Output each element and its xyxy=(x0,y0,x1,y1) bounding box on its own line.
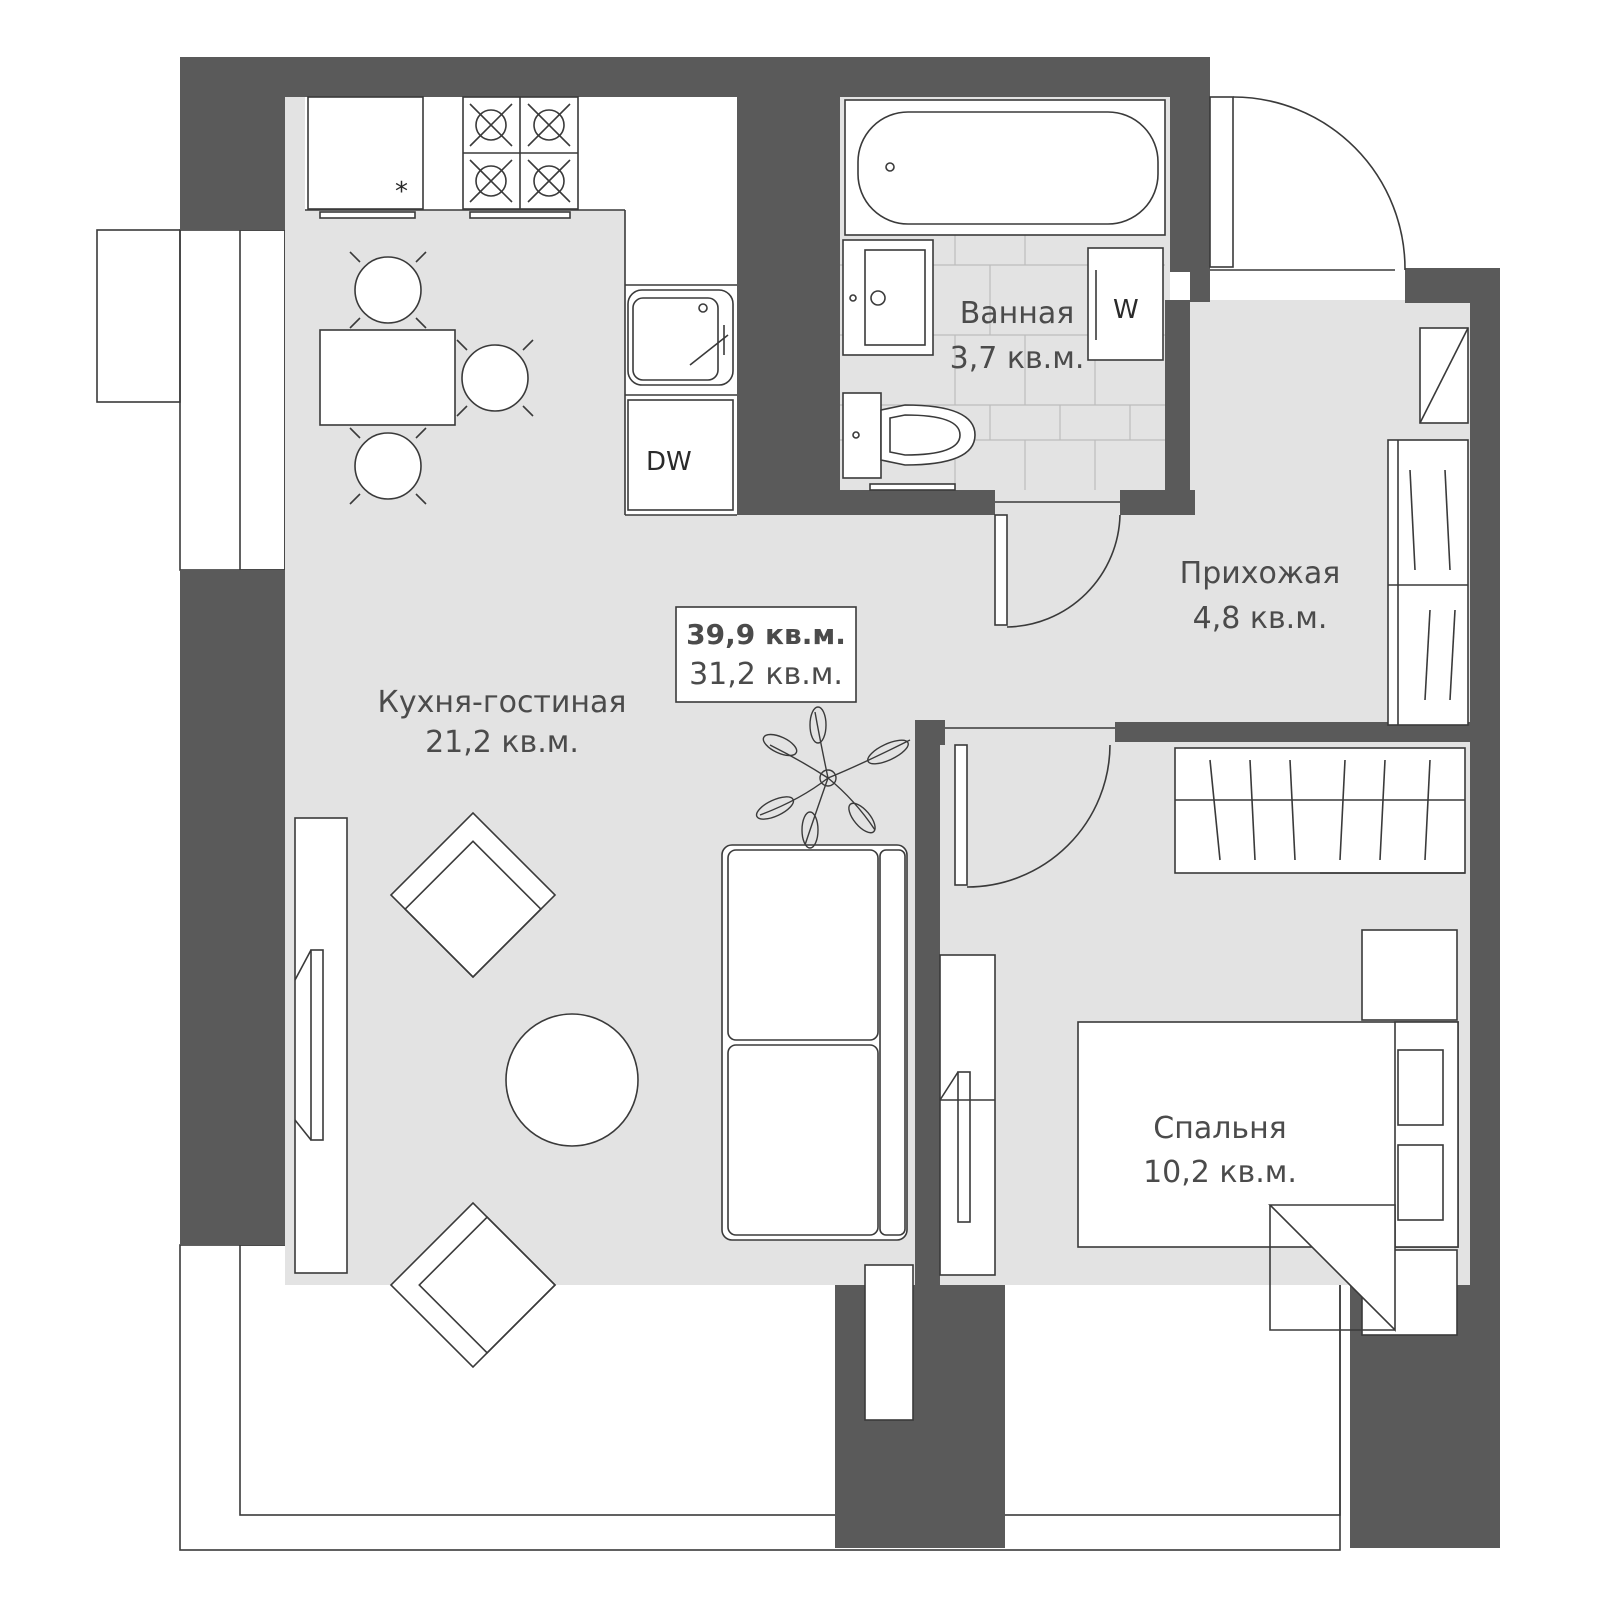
dishwasher-label: DW xyxy=(646,447,692,477)
total-area: 39,9 кв.м. xyxy=(686,618,846,651)
room-name-hallway: Прихожая xyxy=(1180,556,1341,591)
bathtub xyxy=(844,99,1166,236)
bedroom-door xyxy=(945,727,1115,888)
fridge xyxy=(307,96,424,219)
entrance-door xyxy=(1209,96,1406,271)
walls xyxy=(180,57,1500,1548)
kitchen-sink xyxy=(627,289,734,386)
bathroom-door xyxy=(994,501,1121,628)
bed xyxy=(1077,929,1459,1336)
cooktop xyxy=(462,96,579,219)
armchair xyxy=(389,811,557,979)
washbasin xyxy=(842,239,934,356)
room-area-hallway: 4,8 кв.м. xyxy=(1193,601,1328,636)
room-name-bedroom: Спальня xyxy=(1153,1111,1286,1146)
room-area-bathroom: 3,7 кв.м. xyxy=(950,341,1085,376)
dining-chair xyxy=(349,251,427,329)
room-name-bathroom: Ванная xyxy=(960,296,1075,331)
area-summary-box xyxy=(675,606,857,703)
side-cabinet xyxy=(864,1264,914,1421)
room-area-kitchen-living: 21,2 кв.м. xyxy=(425,725,579,760)
living-area: 31,2 кв.м. xyxy=(689,657,843,692)
washer-label: W xyxy=(1113,295,1139,325)
dining-set xyxy=(319,251,534,505)
room-name-kitchen-living: Кухня-гостиная xyxy=(378,685,627,720)
bedroom-wardrobe xyxy=(1174,747,1466,874)
dining-chair xyxy=(456,339,534,417)
bedroom-tv-unit xyxy=(939,954,996,1276)
sofa xyxy=(721,844,908,1241)
hallway-wardrobe xyxy=(1387,327,1469,726)
coffee-table xyxy=(505,1013,639,1147)
armchair xyxy=(389,1201,557,1369)
dishwasher xyxy=(627,399,734,511)
fridge-mark: * xyxy=(395,177,408,207)
toilet xyxy=(842,392,976,491)
room-area-bedroom: 10,2 кв.м. xyxy=(1143,1155,1297,1190)
dining-chair xyxy=(349,427,427,505)
plant-icon xyxy=(755,706,911,849)
washing-machine xyxy=(1087,247,1164,361)
living-tv-unit xyxy=(294,817,348,1274)
